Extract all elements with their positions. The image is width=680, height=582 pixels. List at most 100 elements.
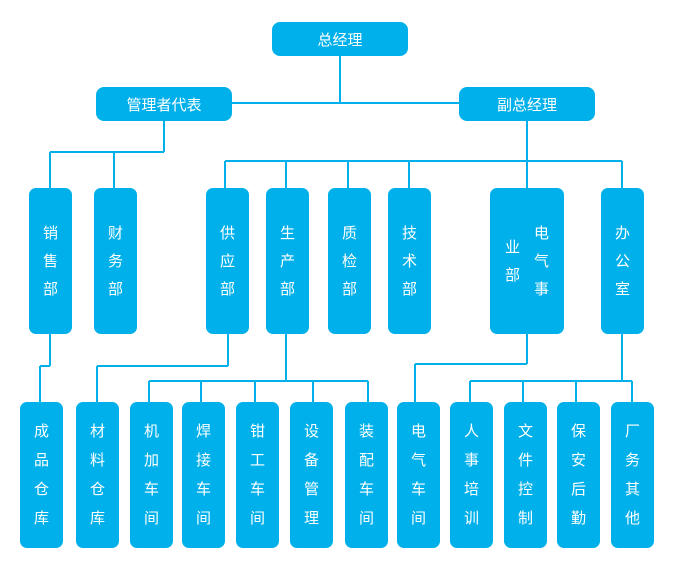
dept-qc-label: 质检部: [342, 188, 357, 334]
label-char: 生: [279, 224, 295, 242]
label-char: 产: [279, 252, 295, 270]
label-char: 材: [89, 422, 105, 440]
label-char: 售: [42, 252, 58, 270]
unit-welding-label: 焊接车间: [196, 402, 211, 548]
dept-electrical[interactable]: 业部电气事: [490, 188, 564, 334]
label-char: 室: [614, 280, 630, 298]
label-char: 供: [219, 224, 235, 242]
label-char: 技: [401, 224, 417, 242]
label-char: 理: [303, 509, 319, 527]
general-manager-label: 总经理: [317, 30, 363, 49]
label-char: 间: [249, 509, 265, 527]
label-char: 事: [463, 451, 479, 469]
label-char: 务: [624, 451, 640, 469]
label-char: 他: [624, 509, 640, 527]
unit-assembly-label: 装配车间: [359, 402, 374, 548]
label-column: 电气事: [534, 219, 549, 303]
label-char: 车: [410, 480, 426, 498]
unit-electric-workshop[interactable]: 电气车间: [397, 402, 440, 548]
unit-machining-label: 机加车间: [144, 402, 159, 548]
label-char: 管: [303, 480, 319, 498]
label-char: 间: [358, 509, 374, 527]
label-column: 业部: [505, 233, 520, 289]
dept-tech[interactable]: 技术部: [388, 188, 431, 334]
label-char: 培: [463, 480, 479, 498]
dept-production-label: 生产部: [280, 188, 295, 334]
label-char: 气: [534, 252, 550, 270]
label-char: 成: [33, 422, 49, 440]
unit-material-store[interactable]: 材料仓库: [76, 402, 119, 548]
label-char: 厂: [624, 422, 640, 440]
deputy-gm-node[interactable]: 副总经理: [459, 87, 595, 121]
label-char: 业: [504, 238, 520, 256]
label-char: 装: [358, 422, 374, 440]
label-char: 公: [614, 252, 630, 270]
label-char: 仓: [33, 480, 49, 498]
unit-plant-affairs-label: 厂务其他: [625, 402, 640, 548]
label-char: 务: [107, 252, 123, 270]
unit-assembly[interactable]: 装配车间: [345, 402, 388, 548]
unit-machining[interactable]: 机加车间: [130, 402, 173, 548]
dept-qc[interactable]: 质检部: [328, 188, 371, 334]
unit-security-logistics[interactable]: 保安后勤: [557, 402, 600, 548]
dept-sales[interactable]: 销售部: [29, 188, 72, 334]
label-char: 接: [195, 451, 211, 469]
dept-electrical-label: 业部电气事: [490, 188, 564, 334]
label-char: 质: [341, 224, 357, 242]
label-char: 术: [401, 252, 417, 270]
dept-supply[interactable]: 供应部: [206, 188, 249, 334]
unit-finished-goods[interactable]: 成品仓库: [20, 402, 63, 548]
unit-fitting-label: 钳工车间: [250, 402, 265, 548]
label-char: 部: [107, 280, 123, 298]
unit-electric-workshop-label: 电气车间: [411, 402, 426, 548]
general-manager-node[interactable]: 总经理: [272, 22, 408, 56]
label-char: 勤: [570, 509, 586, 527]
label-char: 品: [33, 451, 49, 469]
unit-finished-goods-label: 成品仓库: [34, 402, 49, 548]
label-char: 销: [42, 224, 58, 242]
management-rep-label: 管理者代表: [126, 95, 202, 114]
unit-doc-control[interactable]: 文件控制: [504, 402, 547, 548]
label-char: 人: [463, 422, 479, 440]
label-char: 电: [410, 422, 426, 440]
unit-hr-training-label: 人事培训: [464, 402, 479, 548]
label-char: 工: [249, 451, 265, 469]
label-char: 机: [143, 422, 159, 440]
label-char: 制: [517, 509, 533, 527]
label-char: 件: [517, 451, 533, 469]
label-char: 文: [517, 422, 533, 440]
label-char: 配: [358, 451, 374, 469]
label-char: 间: [195, 509, 211, 527]
unit-fitting[interactable]: 钳工车间: [236, 402, 279, 548]
label-char: 事: [534, 280, 550, 298]
unit-doc-control-label: 文件控制: [518, 402, 533, 548]
unit-equipment-label: 设备管理: [304, 402, 319, 548]
label-char: 控: [517, 480, 533, 498]
dept-supply-label: 供应部: [220, 188, 235, 334]
label-char: 其: [624, 480, 640, 498]
dept-production[interactable]: 生产部: [266, 188, 309, 334]
label-char: 车: [195, 480, 211, 498]
label-char: 应: [219, 252, 235, 270]
unit-hr-training[interactable]: 人事培训: [450, 402, 493, 548]
label-char: 仓: [89, 480, 105, 498]
dept-finance[interactable]: 财务部: [94, 188, 137, 334]
label-char: 部: [279, 280, 295, 298]
label-char: 气: [410, 451, 426, 469]
dept-office[interactable]: 办公室: [601, 188, 644, 334]
label-char: 焊: [195, 422, 211, 440]
unit-plant-affairs[interactable]: 厂务其他: [611, 402, 654, 548]
label-char: 车: [143, 480, 159, 498]
label-char: 设: [303, 422, 319, 440]
label-char: 库: [89, 509, 105, 527]
unit-equipment[interactable]: 设备管理: [290, 402, 333, 548]
management-rep-node[interactable]: 管理者代表: [96, 87, 232, 121]
label-char: 保: [570, 422, 586, 440]
unit-material-store-label: 材料仓库: [90, 402, 105, 548]
label-char: 办: [614, 224, 630, 242]
label-char: 检: [341, 252, 357, 270]
unit-welding[interactable]: 焊接车间: [182, 402, 225, 548]
label-char: 部: [504, 266, 520, 284]
